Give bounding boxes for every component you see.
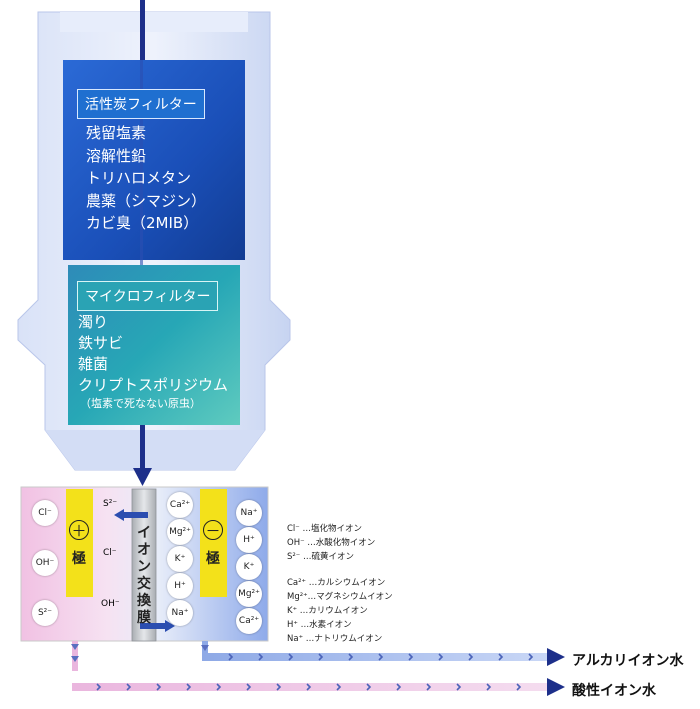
carbon-filter-item: カビ臭（2MIB） [86,214,199,232]
ion-center-right: H⁺ [167,573,193,599]
acidic-water-label: 酸性イオン水 [572,683,656,699]
membrane-label-char: 交 [137,576,151,592]
micro-filter-item: 濁り [78,313,109,331]
membrane-label-char: 膜 [137,610,151,626]
micro-filter-item: 鉄サビ [78,334,124,352]
micro-filter-note: （塩素で死なない原虫） [80,397,201,410]
ion-left: Cl⁻ [32,500,58,526]
ion-center-right: Mg²⁺ [167,519,193,545]
legend-cation: Ca²⁺ …カルシウムイオン [287,578,386,588]
anode-label: 極 [72,551,86,567]
legend-anion: Cl⁻ …塩化物イオン [287,524,362,534]
legend-anion: S²⁻ …硫黄イオン [287,552,354,562]
ion-right: Ca²⁺ [236,608,262,634]
legend-cation: Mg²⁺…マグネシウムイオン [287,592,393,602]
ion-right: Na⁺ [236,500,262,526]
alkaline-water-label: アルカリイオン水 [572,653,684,669]
membrane-label-char: オ [137,542,151,558]
ion-center-right: Ca²⁺ [167,492,193,518]
legend-anion: OH⁻ …水酸化物イオン [287,538,376,548]
micro-filter-title: マイクロフィルター [77,281,219,311]
ion-center-left: S²⁻ [103,499,118,509]
ion-right: Mg²⁺ [236,581,262,607]
ion-left: OH⁻ [32,550,58,576]
carbon-filter-item: 農薬（シマジン） [86,192,207,210]
anode-plus-icon: ＋ [69,520,89,540]
membrane-label-char: イ [137,525,151,541]
cathode-label: 極 [206,551,220,567]
ion-center-right: Na⁺ [167,600,193,626]
cathode-minus-icon: － [203,520,223,540]
ion-center-right: K⁺ [167,546,193,572]
ion-center-left: Cl⁻ [103,548,117,558]
ion-left: S²⁻ [32,600,58,626]
micro-filter-item: 雑菌 [78,355,109,373]
carbon-filter-title: 活性炭フィルター [77,89,205,119]
carbon-filter-item: トリハロメタン [86,169,192,187]
legend-cation: Na⁺ …ナトリウムイオン [287,634,383,644]
membrane-label-char: 換 [137,593,151,609]
ion-center-left: OH⁻ [101,599,120,609]
membrane-label-char: ン [137,559,151,575]
carbon-filter-item: 残留塩素 [86,124,147,142]
legend-cation: K⁺ …カリウムイオン [287,606,368,616]
legend-cation: H⁺ …水素イオン [287,620,352,630]
micro-filter-item: クリプトスポリジウム [78,376,229,394]
carbon-filter-item: 溶解性鉛 [86,147,147,165]
ion-right: K⁺ [236,554,262,580]
ion-right: H⁺ [236,527,262,553]
